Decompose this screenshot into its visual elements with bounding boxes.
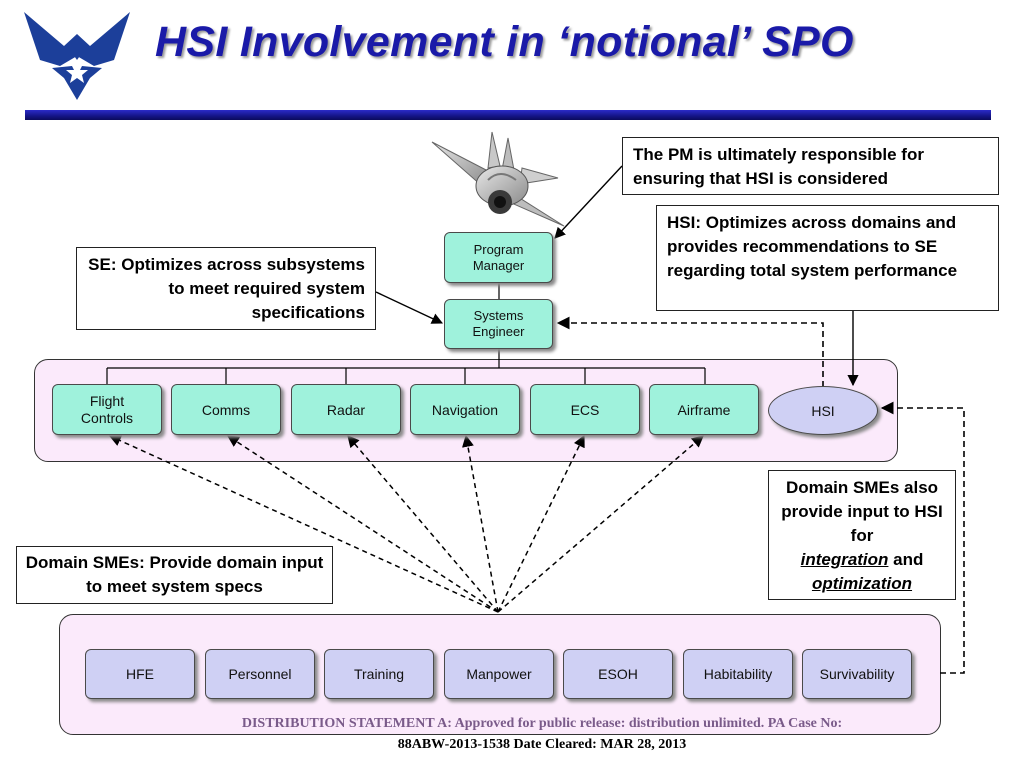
- integration-emphasis: integration: [800, 550, 889, 569]
- domain-hfe: HFE: [85, 649, 195, 699]
- title-underline-bar: [25, 110, 991, 120]
- program-manager-node: Program Manager: [444, 232, 553, 283]
- se-callout: SE: Optimizes across subsystems to meet …: [76, 247, 376, 330]
- subsystem-ecs: ECS: [530, 384, 640, 435]
- page-title: HSI Involvement in ‘notional’ SPO: [155, 18, 854, 66]
- fighter-jet-image-icon: [431, 131, 565, 227]
- systems-engineer-node: Systems Engineer: [444, 299, 553, 349]
- domain-esoh: ESOH: [563, 649, 673, 699]
- domain-personnel: Personnel: [205, 649, 315, 699]
- subsystem-navigation: Navigation: [410, 384, 520, 435]
- domain-smes-callout: Domain SMEs: Provide domain input to mee…: [16, 546, 333, 604]
- hsi-smes-callout: Domain SMEs also provide input to HSI fo…: [768, 470, 956, 600]
- distribution-statement: DISTRIBUTION STATEMENT A: Approved for p…: [241, 716, 843, 731]
- subsystem-flight-controls: Flight Controls: [52, 384, 162, 435]
- hsi-node: HSI: [768, 386, 878, 435]
- air-force-wings-logo-icon: [24, 12, 130, 100]
- hsi-callout: HSI: Optimizes across domains and provid…: [656, 205, 999, 311]
- pm-callout: The PM is ultimately responsible for ens…: [622, 137, 999, 195]
- domain-habitability: Habitability: [683, 649, 793, 699]
- subsystem-airframe: Airframe: [649, 384, 759, 435]
- subsystem-radar: Radar: [291, 384, 401, 435]
- optimization-emphasis: optimization: [811, 574, 913, 593]
- domain-survivability: Survivability: [802, 649, 912, 699]
- domain-manpower: Manpower: [444, 649, 554, 699]
- subsystem-comms: Comms: [171, 384, 281, 435]
- clearance-statement: 88ABW-2013-1538 Date Cleared: MAR 28, 20…: [397, 737, 687, 752]
- domain-training: Training: [324, 649, 434, 699]
- hsi-smes-text: Domain SMEs also provide input to HSI fo…: [781, 478, 943, 545]
- and-text: and: [893, 550, 924, 569]
